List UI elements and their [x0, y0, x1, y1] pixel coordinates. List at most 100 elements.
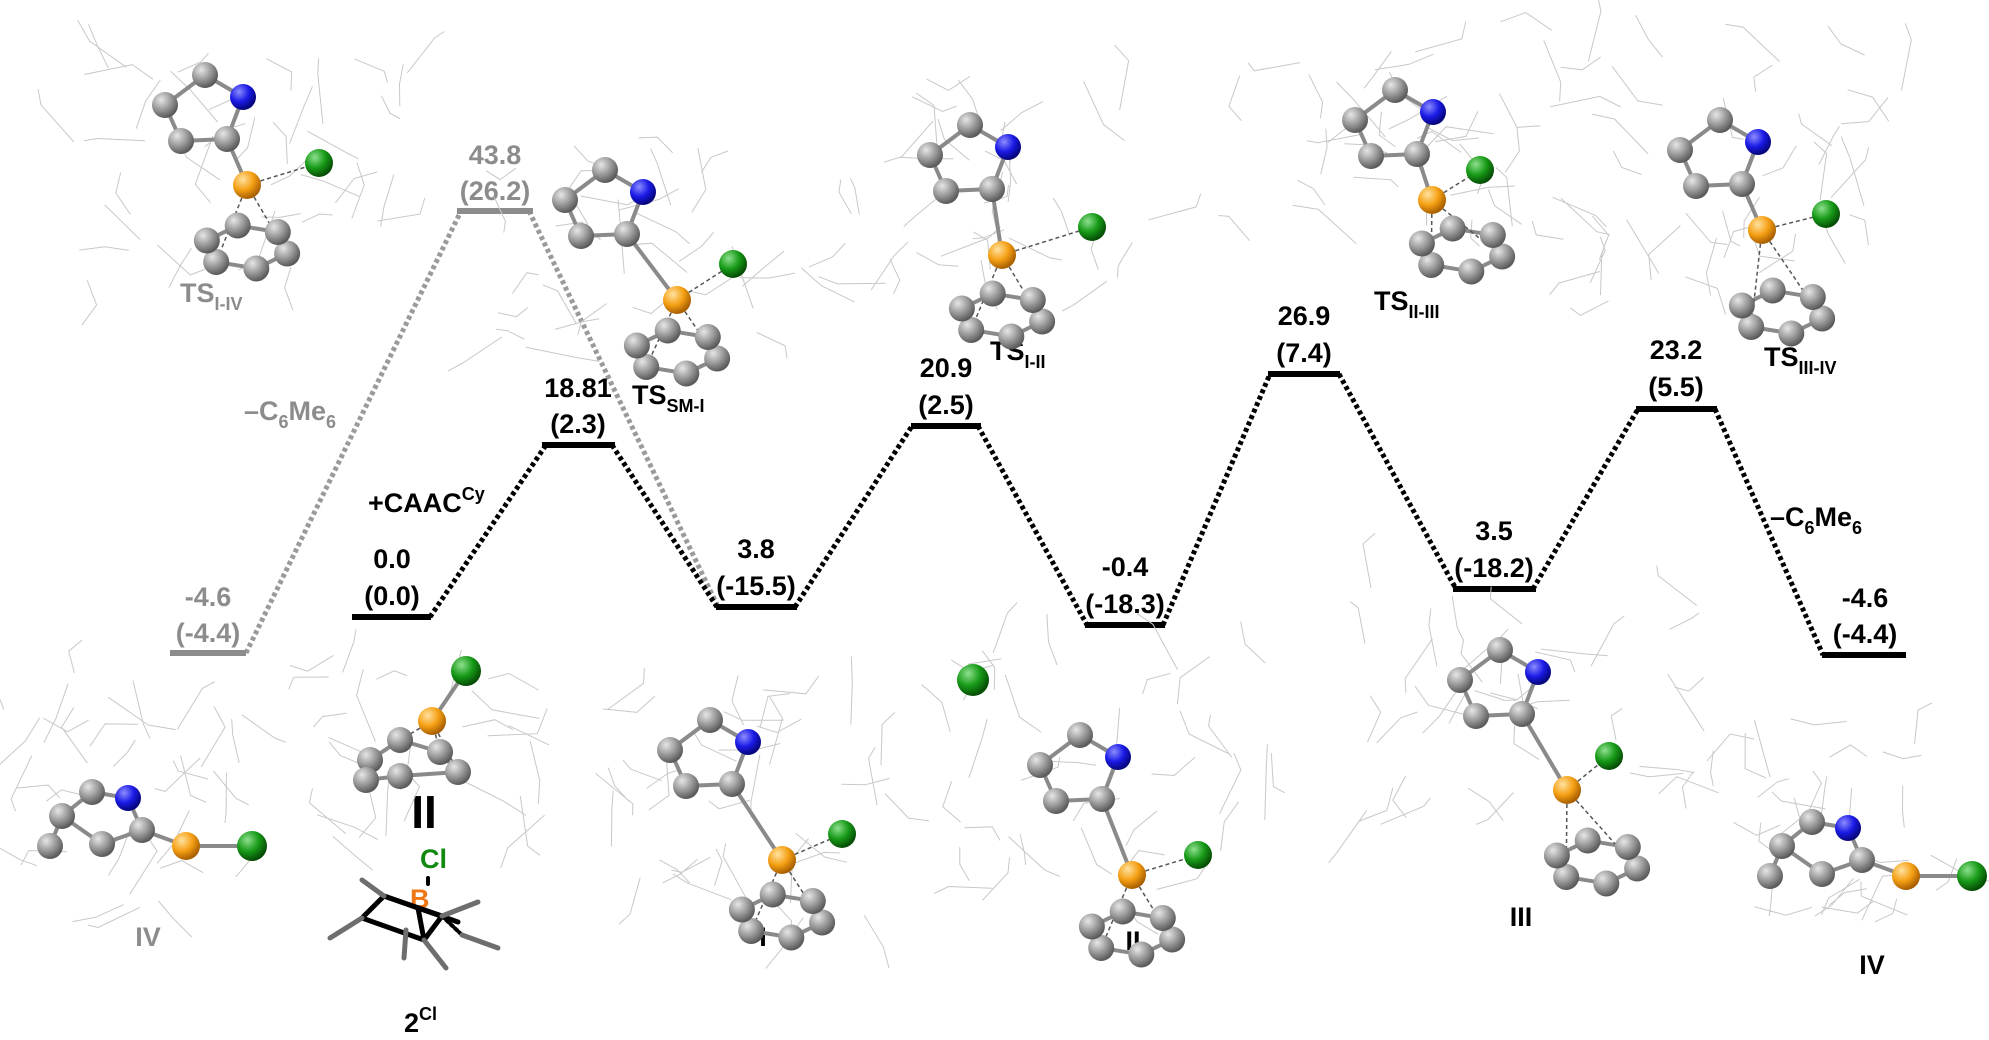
carbon-atom — [1799, 809, 1825, 835]
carbon-atom — [1778, 320, 1805, 347]
chlorine-atom — [1957, 861, 1987, 891]
carbon-atom — [1487, 637, 1513, 663]
energy-iii: 3.5 — [1475, 516, 1513, 546]
carbon-atom — [1027, 752, 1053, 778]
stick-framework — [1218, 12, 1622, 247]
carbon-atom — [49, 803, 75, 829]
carbon-atom — [998, 323, 1025, 350]
nitrogen-atom — [115, 785, 141, 811]
caption-iv-left: IV — [135, 922, 161, 952]
molecule-ts-i-ii — [800, 44, 1202, 350]
weak-bond — [1750, 229, 1763, 328]
energy-sub-ts-sm-i: (2.3) — [550, 409, 606, 439]
phosphorus-atom — [988, 241, 1016, 269]
atom-label-cl: Cl — [420, 844, 447, 874]
molecule-ts-ii-iii — [1218, 12, 1622, 285]
carbon-atom — [1707, 107, 1733, 133]
carbon-atom — [1418, 251, 1445, 278]
carbon-atom — [673, 360, 700, 387]
carbon-atom — [958, 316, 985, 343]
nitrogen-atom — [630, 179, 656, 205]
carbon-atom — [1728, 292, 1755, 319]
carbon-atom — [1043, 788, 1069, 814]
stick-framework — [1549, 0, 1912, 316]
chlorine-atom — [828, 820, 856, 848]
phosphorus-atom — [1553, 776, 1581, 804]
carbon-atom — [1729, 171, 1755, 197]
connector-group — [243, 209, 1826, 657]
carbon-atom — [353, 767, 379, 793]
carbon-atom — [79, 779, 105, 805]
carbon-atom — [274, 240, 301, 267]
carbon-atom — [1149, 905, 1176, 932]
carbon-atom — [1683, 173, 1709, 199]
carbon-atom — [1439, 215, 1466, 242]
carbon-atom — [1489, 243, 1516, 270]
phosphorus-atom — [663, 286, 691, 314]
carbon-atom — [89, 831, 115, 857]
carbon-atom — [427, 739, 453, 765]
nitrogen-atom — [1525, 659, 1551, 685]
phosphorus-atom — [1418, 186, 1446, 214]
molecule-iii — [1328, 532, 1705, 897]
carbon-atom — [192, 62, 218, 88]
carbon-atom — [979, 176, 1005, 202]
carbon-atom — [214, 126, 240, 152]
carbon-atom — [1614, 834, 1641, 861]
carbon-atom — [654, 317, 681, 344]
carbon-atom — [445, 759, 471, 785]
connector-i-to-ts-i-ii — [792, 424, 915, 609]
stick-framework — [1658, 702, 1989, 923]
caption-compound-2cl: 2Cl — [404, 1004, 437, 1038]
nitrogen-atom — [1835, 815, 1861, 841]
connector-ii-to-ts-ii-iii — [1160, 373, 1273, 626]
carbon-atom — [1463, 703, 1489, 729]
connector-ts-i-ii-to-ii — [975, 424, 1090, 627]
carbon-atom — [1078, 913, 1105, 940]
carbon-atom — [203, 248, 230, 275]
carbon-atom — [957, 112, 983, 138]
carbon-atom — [1088, 934, 1115, 961]
carbon-atom — [1759, 277, 1786, 304]
carbon-atom — [1019, 287, 1046, 314]
carbon-atom — [1509, 701, 1535, 727]
molecule-iv-left — [0, 639, 286, 938]
carbon-atom — [704, 345, 731, 372]
phosphorus-atom — [1118, 861, 1146, 889]
carbon-atom — [1543, 842, 1570, 869]
caption-i: I — [759, 922, 767, 952]
energy-iv-right: -4.6 — [1842, 583, 1889, 613]
carbon-atom — [224, 212, 251, 239]
carbon-atom — [1404, 141, 1430, 167]
carbon-atom — [1089, 786, 1115, 812]
connector-ts-iii-iv-to-iv — [1712, 407, 1826, 657]
carbon-atom — [387, 763, 413, 789]
energy-sub-start: (0.0) — [364, 581, 420, 611]
connector-iii-to-ts-iii-iv — [1530, 407, 1641, 591]
bond — [1520, 712, 1569, 792]
carbon-atom — [697, 707, 723, 733]
molecule-free-chloride — [957, 664, 989, 696]
molecule-ts-sm-i — [447, 136, 796, 387]
energy-label-group: -4.6 (-4.4) 0.0 (0.0) 43.8 (26.2) 18.81 … — [176, 140, 1898, 649]
carbon-atom — [357, 747, 383, 773]
carbon-atom — [633, 353, 660, 380]
minus-c6me6-left-label: –C6Me6 — [244, 396, 336, 432]
weak-bond — [431, 720, 441, 753]
phosphorus-atom — [418, 707, 446, 735]
connector-ts-sm-i-to-i — [609, 443, 720, 609]
energy-sub-i: (-15.5) — [716, 571, 796, 601]
nitrogen-atom — [1105, 744, 1131, 770]
energy-ts-i-ii: 20.9 — [920, 353, 973, 383]
carbon-atom — [1342, 107, 1368, 133]
carbon-atom — [1447, 667, 1473, 693]
molecule-ii — [921, 602, 1285, 968]
weak-bond — [1761, 229, 1823, 319]
phosphorus-atom — [768, 846, 796, 874]
nitrogen-atom — [1745, 129, 1771, 155]
carbon-atom — [264, 219, 291, 246]
caption-ts-iii-iv: TSIII-IV — [1764, 342, 1837, 378]
carbon-atom — [623, 332, 650, 359]
carbon-atom — [917, 142, 943, 168]
carbon-atom — [1849, 847, 1875, 873]
